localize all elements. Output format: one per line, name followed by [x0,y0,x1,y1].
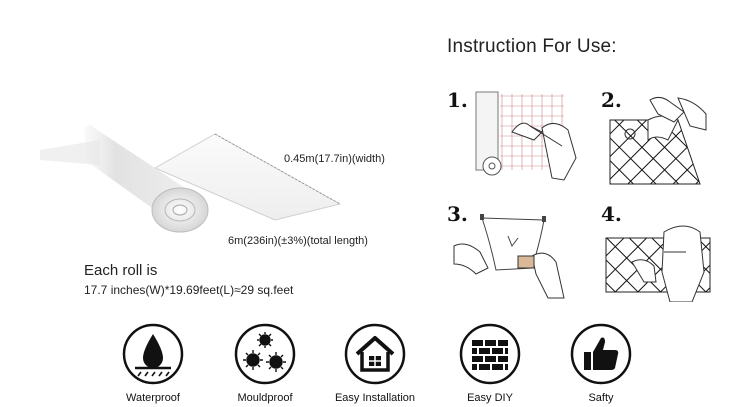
step-1-number: 1. [447,88,468,112]
apply-film-icon [453,214,565,299]
step-4-image [604,212,714,303]
step-2-number: 2. [601,88,622,112]
feature-label-easy-diy: Easy DIY [467,392,513,404]
feature-waterproof: Waterproof [98,322,208,404]
house-icon [344,323,406,385]
feature-easy-diy: Easy DIY [435,322,545,404]
each-roll-heading: Each roll is [84,262,158,279]
each-roll-dimensions: 17.7 inches(W)*19.69feet(L)≈29 sq.feet [84,283,294,297]
feature-label-mouldproof: Mouldproof [237,392,293,404]
roll-width-label: 0.45m(17.7in)(width) [284,153,385,165]
measure-cut-icon [475,91,577,181]
feature-label-easy-installation: Easy Installation [334,392,416,404]
feature-label-waterproof: Waterproof [125,392,180,404]
water-drop-icon [122,323,184,385]
feature-safety: Safty [546,322,656,404]
step-4-number: 4. [601,202,622,226]
film-roll-icon [40,125,342,233]
step-1-image [472,88,584,188]
mould-spores-icon [234,323,296,385]
feature-easy-installation: Easy Installation [320,322,430,404]
step-3-number: 3. [447,202,468,226]
roll-illustration [40,100,360,250]
feature-mouldproof: Mouldproof [210,322,320,404]
smooth-film-icon [605,225,711,303]
thumbs-up-icon [570,323,632,385]
feature-label-safety: Safty [588,392,614,404]
step-3-image [452,212,572,304]
roll-length-label: 6m(236in)(±3%)(total length) [228,235,368,247]
step-2-image [608,90,708,186]
brick-wall-icon [459,323,521,385]
instructions-title: Instruction For Use: [447,36,617,57]
peel-backing-icon [609,96,707,185]
